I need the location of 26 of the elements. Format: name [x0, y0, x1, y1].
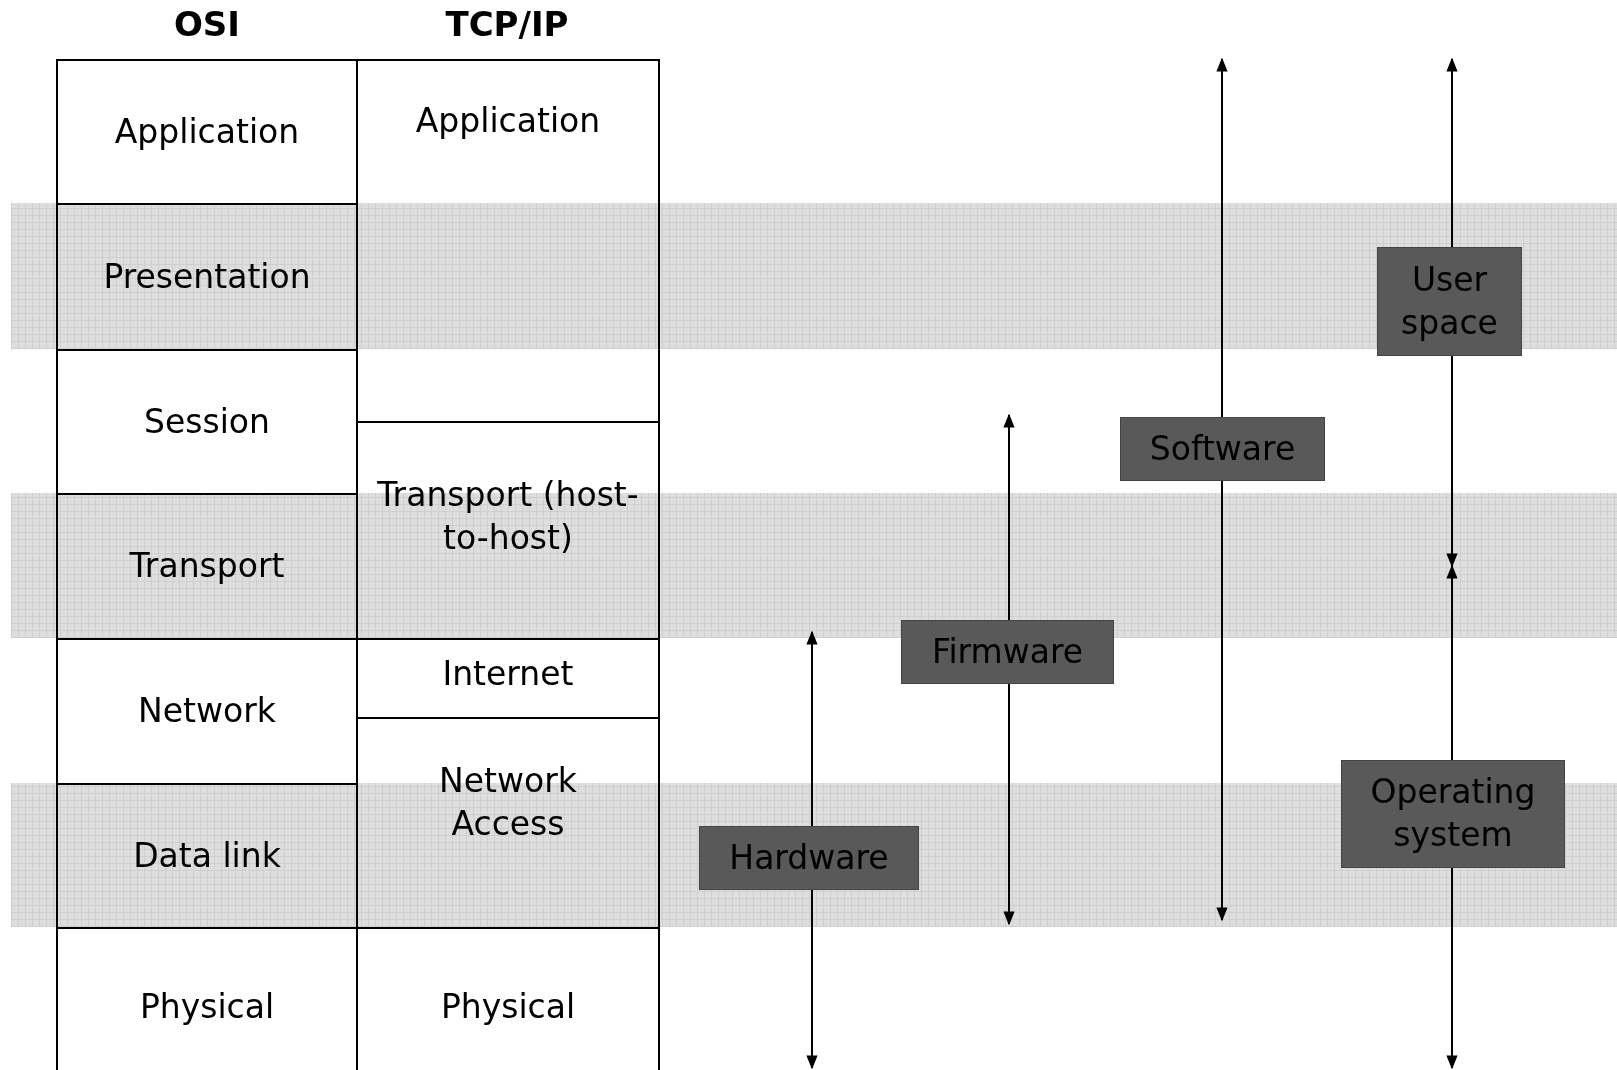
layer-name: Transport (host-to-host): [376, 473, 640, 559]
range-label-box: [699, 826, 919, 890]
layer-name: Operating system: [1369, 771, 1537, 856]
layer-name: Physical: [139, 985, 275, 1028]
layer-name: Network: [138, 690, 276, 733]
layer-name: Data link: [133, 834, 281, 877]
layer-name: Physical: [440, 985, 576, 1028]
layer-name: User space: [1400, 258, 1499, 344]
layer-name: Session: [144, 400, 270, 443]
layer-name: Transport: [129, 545, 285, 588]
layer-name: Hardware: [729, 836, 889, 879]
layer-cell: [356, 59, 660, 423]
layer-name: Internet: [442, 653, 574, 696]
layer-cell: [56, 59, 358, 205]
layer-name: Software: [1149, 427, 1296, 470]
range-label-box: [1377, 247, 1522, 356]
column-header: TCP/IP: [444, 4, 570, 44]
layer-name: Network Access: [438, 760, 578, 845]
range-label-box: [1341, 760, 1565, 868]
layer-name: Application: [415, 99, 601, 142]
layer-name: Firmware: [931, 630, 1084, 673]
range-label-box: [1120, 417, 1325, 481]
column-header: OSI: [172, 4, 241, 44]
range-label-box: [901, 620, 1114, 684]
layer-name: Application: [114, 110, 300, 153]
layer-name: Presentation: [103, 255, 311, 298]
